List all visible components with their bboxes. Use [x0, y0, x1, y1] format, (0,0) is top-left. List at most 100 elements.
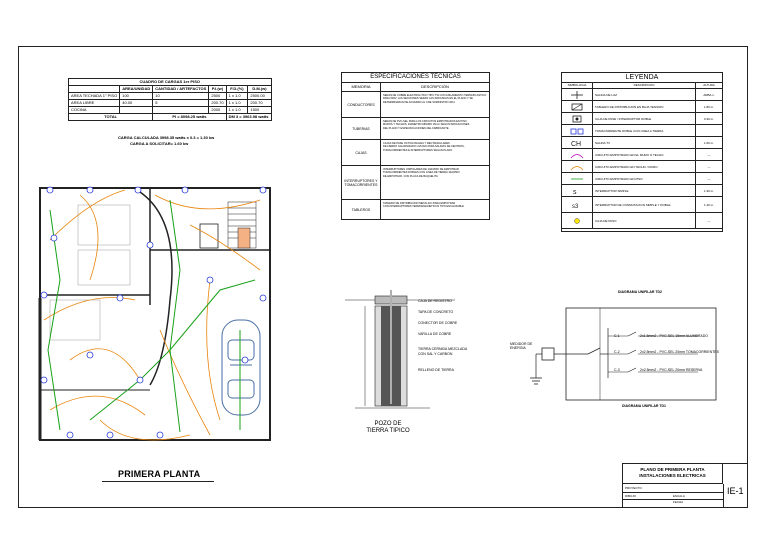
- breaker-icon: [587, 347, 601, 355]
- diagram-title-top: DIAGRAMA UNIFILAR TD2: [618, 290, 663, 294]
- spec-row-name: CONDUCTORES: [342, 92, 381, 117]
- legend-symbol-icon: [562, 149, 593, 160]
- load-total-pi: PI = 8098.25 watts: [152, 113, 227, 121]
- load-cell: 5: [152, 99, 210, 107]
- meter-icon: [541, 347, 555, 361]
- svg-text:s: s: [573, 189, 577, 195]
- curved-wall: [139, 191, 173, 386]
- single-line-diagram: [530, 307, 717, 401]
- circuit-label: C-3: [614, 368, 620, 372]
- svg-text:s3: s3: [572, 204, 579, 209]
- legend-header: DESCRIPCION: [593, 83, 696, 88]
- well-title-line2: TIERRA TIPICO: [366, 428, 410, 434]
- legend-symbol-icon: CH: [562, 137, 593, 148]
- legend-desc: CAJA DE PASE / INTERRUPTOR DOBLE: [593, 113, 696, 124]
- light-outlet-icon: [40, 186, 267, 439]
- spec-desc-line: TOMACORRIENTES E INTERRUPTORES SEGUN PLA…: [383, 148, 453, 152]
- circuit-label: C-1: [614, 334, 620, 338]
- load-total-label: TOTAL: [67, 113, 154, 121]
- load-total-dm: DM 3 = 3963.98 watts: [225, 113, 272, 121]
- well-label: CONECTOR DE COBRE: [418, 321, 458, 325]
- spec-desc-line: DETERMINARAN DE ACUERDO AL CNE SUMINISTR…: [383, 100, 455, 104]
- title-block: PLANO DE PRIMERA PLANTA INSTALACIONES EL…: [622, 463, 748, 508]
- legend-symbol-icon: [562, 101, 593, 112]
- legend-desc: INTERRUPTOR SIMPLE: [593, 185, 696, 196]
- specs-col-descripcion: DESCRIPCIÓN: [421, 84, 449, 89]
- specs-title: ESPECIFICACIONES TÉCNICAS: [342, 73, 489, 83]
- circuit-ceiling: [43, 189, 261, 441]
- well-title-line1: POZO DE: [374, 421, 402, 427]
- legend-desc: CIRCUITO EMPOTRADO EN PISO: [593, 173, 696, 184]
- legend-height: ARBA n.: [703, 92, 715, 97]
- circuit-desc: 2x1.5mm2 - PVC-SEL 15mm ALUMBRADO: [640, 334, 708, 338]
- legend-height: —: [707, 218, 711, 223]
- spec-desc-line: CON INTERRUPTORES TERMOMAGNETICOS TIPO E…: [383, 205, 464, 209]
- legend-header: SIMBOLOGIA: [562, 83, 593, 88]
- load-cell: AREA TECHADA 1° PISO: [67, 92, 121, 100]
- load-header: [67, 85, 121, 93]
- legend-symbol-icon: [562, 125, 593, 136]
- legend-desc: CIRCUITO EMPOTRADO EN TECHO / MURO: [593, 161, 696, 172]
- legend-height: 1.40 m.: [703, 202, 714, 207]
- spec-row-name: TABLEROS: [342, 200, 381, 219]
- title-field: PROYECTO: [625, 486, 642, 490]
- legend-desc: TOMACORRIENTE DOBLE CON LINEA A TIERRA: [593, 125, 696, 136]
- load-cell: COCINA: [67, 106, 121, 114]
- legend-row: CAJA DE PASE / INTERRUPTOR DOBLE 0.30 m.: [562, 113, 722, 125]
- spec-desc-line: CAJAS DE PASE OCTOGONALES Y RECTANGULARE…: [383, 142, 450, 145]
- spec-row-name: INTERRUPTORES Y TOMACORRIENTES: [342, 166, 381, 199]
- legend-desc: SALIDA DE LUZ: [593, 89, 696, 100]
- legend-desc: SALIDA TV: [593, 137, 696, 148]
- bed: [49, 299, 101, 341]
- legend-height: 0.30 m.: [703, 116, 714, 121]
- bed: [77, 204, 131, 246]
- legend-row: CIRCUITO EMPOTRADO EN TECHO / MURO—: [562, 161, 722, 173]
- load-cell: 100: [119, 92, 154, 100]
- legend-rows: SALIDA DE LUZ ARBA n. TABLERO DE DISTRIBUC…: [562, 89, 722, 229]
- legend-row: CIRCUITO EMPOTRADO EN EL MURO O TECHO—: [562, 149, 722, 161]
- load-cell: 200.70: [208, 99, 227, 107]
- title-field: FECHA: [673, 500, 684, 504]
- load-header: D.M.(w): [247, 85, 272, 93]
- load-cell: 1 x 1.0: [225, 99, 249, 107]
- legend-desc: TABLERO DE DISTRIBUCION EN BAJA TENSION: [593, 101, 696, 112]
- load-cell: 40.00: [119, 99, 154, 107]
- spec-desc-line: SERAN DE PVC-SEL PARA LOS CIRCUITOS EMPO…: [383, 120, 468, 123]
- kitchen-counter: [199, 223, 219, 249]
- well-label: RELLENO DE TIERRA: [418, 368, 454, 372]
- circuit-wall: [47, 199, 256, 433]
- spec-desc-line: DE FIERRO GALVANIZADO LIVIANO PARA SALID…: [383, 145, 465, 149]
- circuit-label: C-2: [614, 350, 620, 354]
- well-title: POZO DE TIERRA TIPICO: [366, 421, 410, 435]
- legend-row: TOMACORRIENTE DOBLE CON LINEA A TIERRA: [562, 125, 722, 137]
- load-request: CARGA A SOLICITAR= 1.60 kw: [130, 141, 189, 146]
- legend-height: 1.80 m.: [703, 104, 714, 109]
- well-label: CON SAL Y CARBON: [418, 352, 453, 356]
- legend-symbol-icon: [562, 173, 593, 184]
- load-table-title: CUADRO DE CARGAS 1er PISO: [68, 78, 272, 86]
- load-cell: 10: [152, 92, 210, 100]
- legend-desc: CIRCUITO EMPOTRADO EN EL MURO O TECHO: [593, 149, 696, 160]
- load-header: P.I.(w): [208, 85, 227, 93]
- legend-symbol-icon: [562, 213, 593, 228]
- title-block-line1: PLANO DE PRIMERA PLANTA: [640, 467, 705, 472]
- load-cell: 2000: [208, 106, 227, 114]
- spec-desc-line: DEL PLANO Y ESPECIFICACIONES DEL FABRICA…: [383, 126, 449, 130]
- legend-row: TABLERO DE DISTRIBUCION EN BAJA TENSION 1…: [562, 101, 722, 113]
- legend-symbol-icon: [562, 113, 593, 124]
- specs-box: ESPECIFICACIONES TÉCNICAS MEMORIA DESCRI…: [341, 72, 490, 220]
- bed: [77, 249, 131, 286]
- legend-header: ALTURA: [703, 83, 715, 87]
- well-label: TIERRA CERNIDA MEZCLADA: [418, 347, 468, 351]
- drawing-sheet: [18, 46, 748, 508]
- title-field: ESCALA: [673, 494, 685, 498]
- load-calc: CARGA CALCULADA 3998.35 watts x 0.3 = 1.…: [118, 135, 215, 140]
- load-cell: 1500: [247, 106, 272, 114]
